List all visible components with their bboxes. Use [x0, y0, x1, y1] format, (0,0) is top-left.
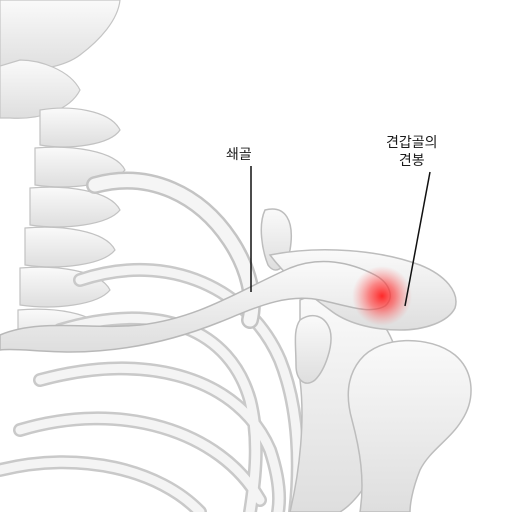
acromion-label-line2: 견봉 [398, 153, 425, 169]
acromion-leader-line [404, 171, 431, 307]
skull-fragment [0, 0, 121, 119]
humerus-head [294, 314, 472, 512]
pain-highlight [352, 266, 412, 326]
ribs-highlight [0, 265, 303, 512]
acromion-label-line1: 견갑골의 [386, 135, 438, 151]
clavicle-label: 쇄골 [226, 147, 252, 163]
acromion-label: 견갑골의 견봉 [386, 134, 438, 170]
